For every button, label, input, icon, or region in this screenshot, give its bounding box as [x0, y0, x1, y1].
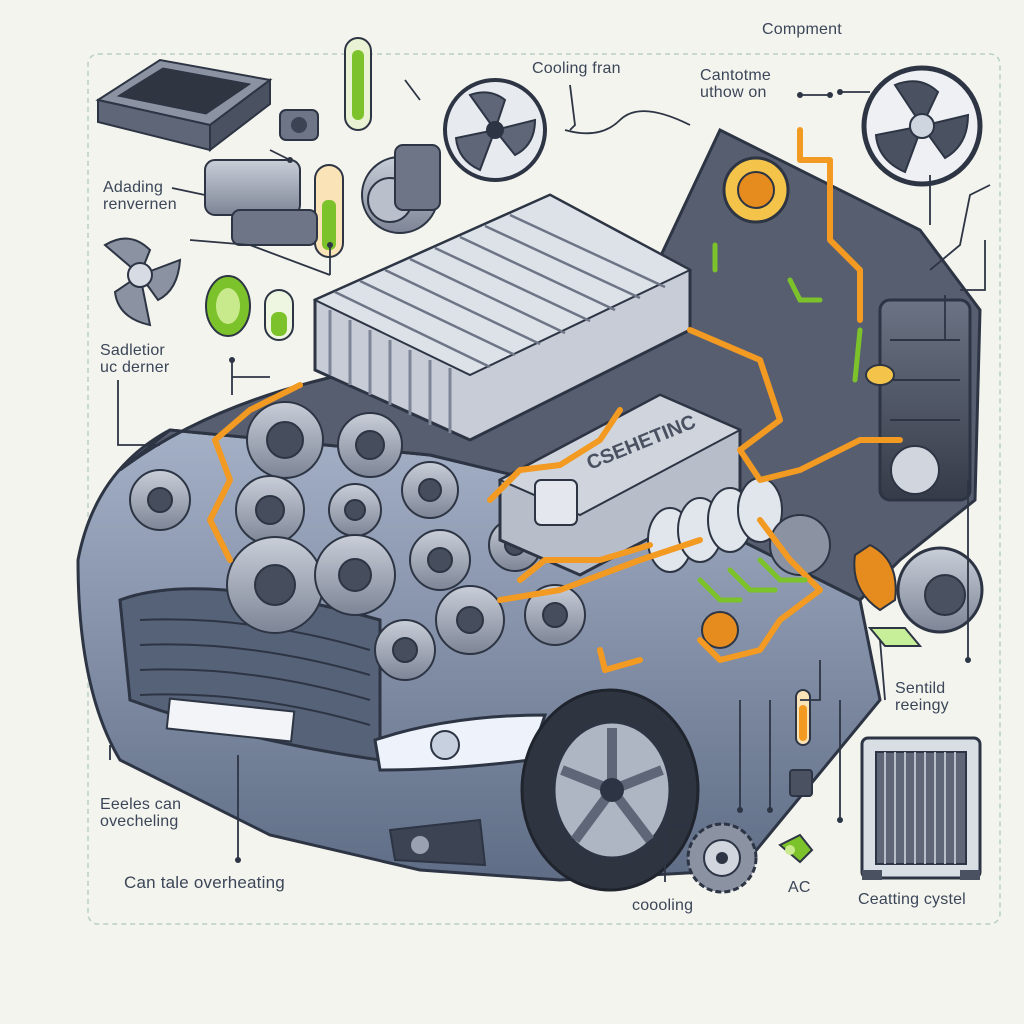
- fuel-gauge-icon: [344, 37, 372, 131]
- air-filter-icon: [95, 58, 273, 153]
- label-cooling-fan: Cooling fran: [532, 60, 621, 77]
- fuel-gauge-icon: [314, 164, 344, 258]
- gauge-icon: [205, 275, 251, 337]
- label-ac: AC: [788, 879, 811, 896]
- label-ceatting: Ceatting cystel: [858, 891, 966, 908]
- engine-cover: [497, 393, 743, 577]
- valve-icon: [204, 159, 318, 246]
- sensor-icon: [867, 627, 923, 647]
- coolant-reservoir-icon: [789, 689, 813, 797]
- water-pump-icon: [361, 144, 441, 234]
- leader-lines: [109, 79, 991, 882]
- diagram-frame: [87, 53, 1001, 925]
- cooling-fan-icon: [443, 78, 547, 182]
- front-wheel-icon: [520, 688, 700, 892]
- ac-plug-icon: [778, 833, 814, 864]
- coolant-hoses-orange: [207, 127, 903, 743]
- cooling-fan-icon: [861, 65, 983, 187]
- label-component: Compment: [762, 21, 842, 38]
- coolant-hoses-green: [697, 242, 863, 603]
- cooling-pulley-icon: [686, 822, 758, 894]
- fan-icon: [103, 237, 182, 327]
- thermostat-icon: [701, 156, 897, 649]
- label-can-tale: Can tale overheating: [124, 873, 285, 892]
- radiator-core: [312, 193, 693, 442]
- pump-icon: [279, 109, 319, 141]
- alternator-icon: [769, 445, 984, 634]
- label-cooling: coooling: [632, 897, 694, 914]
- gauge-icon: [264, 289, 294, 341]
- radiator-icon: [860, 736, 982, 880]
- leader-dots: [229, 89, 971, 863]
